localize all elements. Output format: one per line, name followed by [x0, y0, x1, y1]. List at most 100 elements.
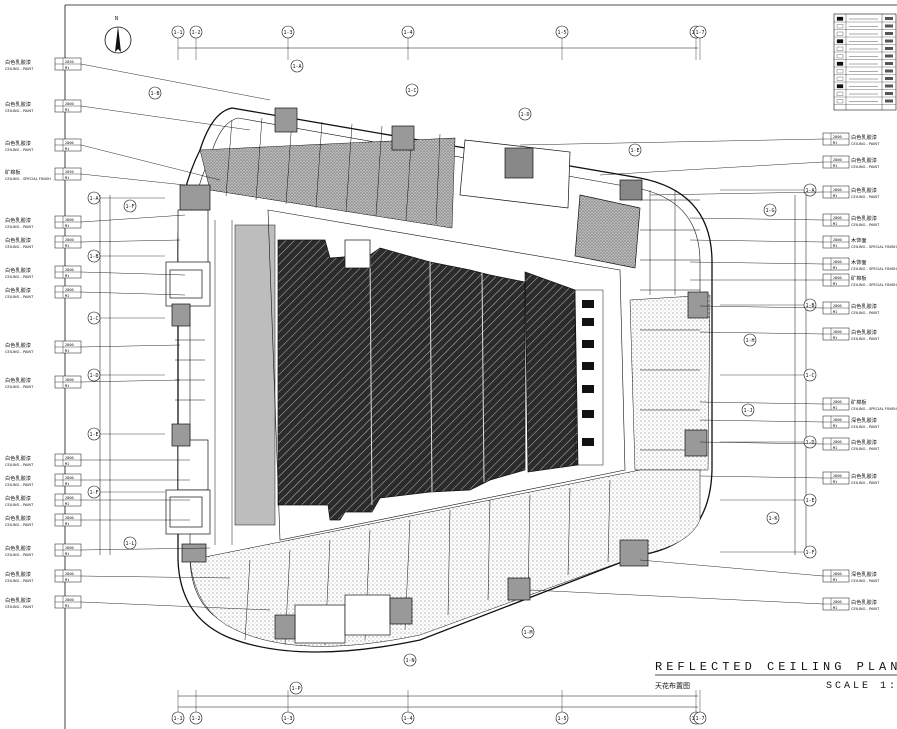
ceiling-height: 2800 — [65, 238, 74, 242]
material-code: CEILING - PAINT — [5, 483, 34, 487]
material-code: CEILING - PAINT — [5, 225, 34, 229]
material-code: CEILING - PAINT — [851, 223, 880, 227]
material-name: 白色乳胶漆 — [5, 216, 31, 224]
grid-bubble-label: 1-1 — [173, 716, 182, 722]
material-code: CEILING - PAINT — [5, 579, 34, 583]
material-name: 白色乳胶漆 — [5, 139, 31, 147]
material-ref: M1 — [65, 244, 69, 248]
grid-bubble-label: 1-F — [125, 204, 134, 210]
material-name: 白色乳胶漆 — [851, 186, 877, 194]
ceiling-height: 2800 — [833, 188, 842, 192]
material-code: CEILING - SPECIAL FINISH — [5, 177, 51, 181]
material-name: 木饰面 — [851, 236, 867, 244]
material-code: CEILING - PAINT — [5, 67, 34, 71]
grid-bubble-label: 1-C — [407, 88, 416, 94]
material-code: CEILING - PAINT — [851, 165, 880, 169]
material-code: CEILING - PAINT — [5, 109, 34, 113]
svg-text:N: N — [115, 16, 118, 22]
grid-bubble: 1-J — [741, 403, 755, 417]
ceiling-height: 2800 — [833, 330, 842, 334]
grid-bubble-label: 1-H — [745, 338, 754, 344]
grid-bubble: 1-D — [87, 368, 101, 382]
material-name: 白色乳胶漆 — [5, 514, 31, 522]
ceiling-zone-dotted — [189, 137, 711, 647]
grid-bubble: 1-1 — [171, 711, 185, 725]
grid-bubble-label: 1-4 — [403, 716, 412, 722]
ceiling-height: 2800 — [65, 516, 74, 520]
grid-bubble-label: 1-A — [89, 196, 98, 202]
grid-bubble-label: 1-3 — [283, 716, 292, 722]
grid-bubble: 1-4 — [401, 25, 415, 39]
legend-table — [833, 13, 897, 111]
ceiling-height: 2800 — [833, 260, 842, 264]
material-name: 白色乳胶漆 — [851, 328, 877, 336]
grid-axis-left: 1-A1-B1-C1-D1-E1-F — [87, 191, 165, 499]
north-arrow-icon: N — [104, 16, 132, 54]
material-name: 白色乳胶漆 — [5, 376, 31, 384]
title-block: REFLECTED CEILING PLAN 天花布置图 SCALE 1:1 — [655, 660, 897, 692]
grid-bubble-label: 1-5 — [557, 30, 566, 36]
grid-bubble: 1-F — [803, 545, 817, 559]
grid-bubble: 1-4 — [401, 711, 415, 725]
material-ref: M1 — [833, 266, 837, 270]
grid-bubble: 1-E — [87, 427, 101, 441]
grid-bubble: 1-N — [403, 653, 417, 667]
grid-bubble: 1-L — [123, 536, 137, 550]
ceiling-height: 2800 — [65, 218, 74, 222]
material-name: 矿棉板 — [851, 274, 867, 282]
grid-bubble: 1-E — [628, 143, 642, 157]
grid-bubble: 1-C — [87, 311, 101, 325]
material-name: 白色乳胶漆 — [5, 341, 31, 349]
ceiling-height: 2800 — [65, 572, 74, 576]
material-code: CEILING - PAINT — [5, 503, 34, 507]
material-name: 白色乳胶漆 — [851, 598, 877, 606]
material-name: 深色乳胶漆 — [851, 416, 877, 424]
ceiling-height: 2800 — [65, 496, 74, 500]
material-ref: M1 — [65, 384, 69, 388]
ceiling-height: 2800 — [65, 456, 74, 460]
material-name: 白色乳胶漆 — [5, 58, 31, 66]
grid-bubble-label: 1-J — [743, 408, 752, 414]
grid-bubble: 1-2 — [189, 711, 203, 725]
material-ref: M1 — [65, 522, 69, 526]
grid-axis-top: 1-11-21-31-41-51-61-7 — [171, 25, 707, 60]
material-name: 矿棉板 — [851, 398, 867, 406]
grid-bubble-label: 1-D — [805, 440, 814, 446]
material-ref: M1 — [833, 424, 837, 428]
material-name: 白色乳胶漆 — [851, 472, 877, 480]
material-ref: M1 — [65, 349, 69, 353]
material-code: CEILING - PAINT — [5, 295, 34, 299]
material-ref: M1 — [833, 141, 837, 145]
material-ref: M1 — [833, 406, 837, 410]
material-ref: M1 — [65, 502, 69, 506]
material-ref: M1 — [833, 194, 837, 198]
material-name: 白色乳胶漆 — [5, 286, 31, 294]
material-name: 矿棉板 — [5, 168, 21, 176]
ceiling-height: 2800 — [65, 268, 74, 272]
grid-bubble: 1-A — [290, 59, 304, 73]
grid-bubble-label: 1-1 — [173, 30, 182, 36]
atrium-hatched-zone — [277, 239, 579, 521]
grid-bubble: 1-5 — [555, 711, 569, 725]
grid-bubble-label: 1-D — [89, 373, 98, 379]
